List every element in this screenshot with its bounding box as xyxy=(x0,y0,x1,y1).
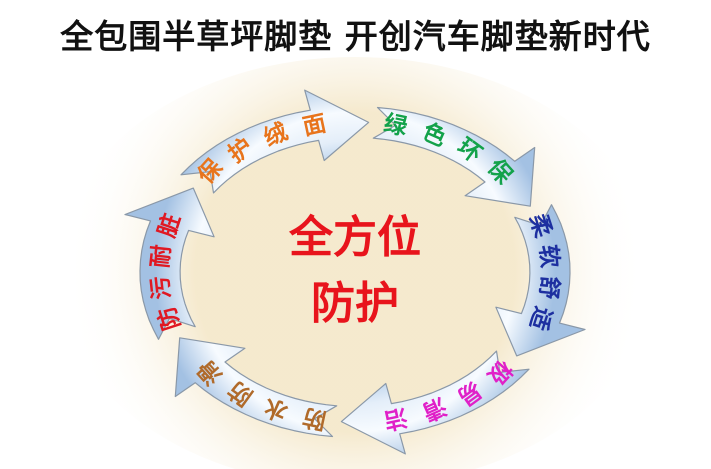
cycle-label-char: 洁 xyxy=(381,403,409,434)
cycle-label-char: 面 xyxy=(300,110,328,141)
cycle-arrow xyxy=(372,106,536,207)
cycle-arrow xyxy=(180,89,370,194)
center-text-line2: 防护 xyxy=(311,278,399,329)
cycle-label-char: 防 xyxy=(300,403,328,434)
cycle-arrow xyxy=(124,187,215,340)
cycle-label-char: 耐 xyxy=(146,243,175,269)
cycle-arrows xyxy=(124,89,586,455)
cycle-arrow xyxy=(340,350,530,455)
cycle-label-char: 污 xyxy=(146,275,175,301)
center-text-line1: 全方位 xyxy=(288,212,421,263)
cycle-label-char: 软 xyxy=(534,243,563,269)
cycle-arrow xyxy=(174,337,338,438)
cycle-arrow xyxy=(495,204,586,357)
page-title: 全包围半草坪脚垫 开创汽车脚垫新时代 xyxy=(60,17,651,56)
cycle-label-char: 舒 xyxy=(534,275,563,301)
